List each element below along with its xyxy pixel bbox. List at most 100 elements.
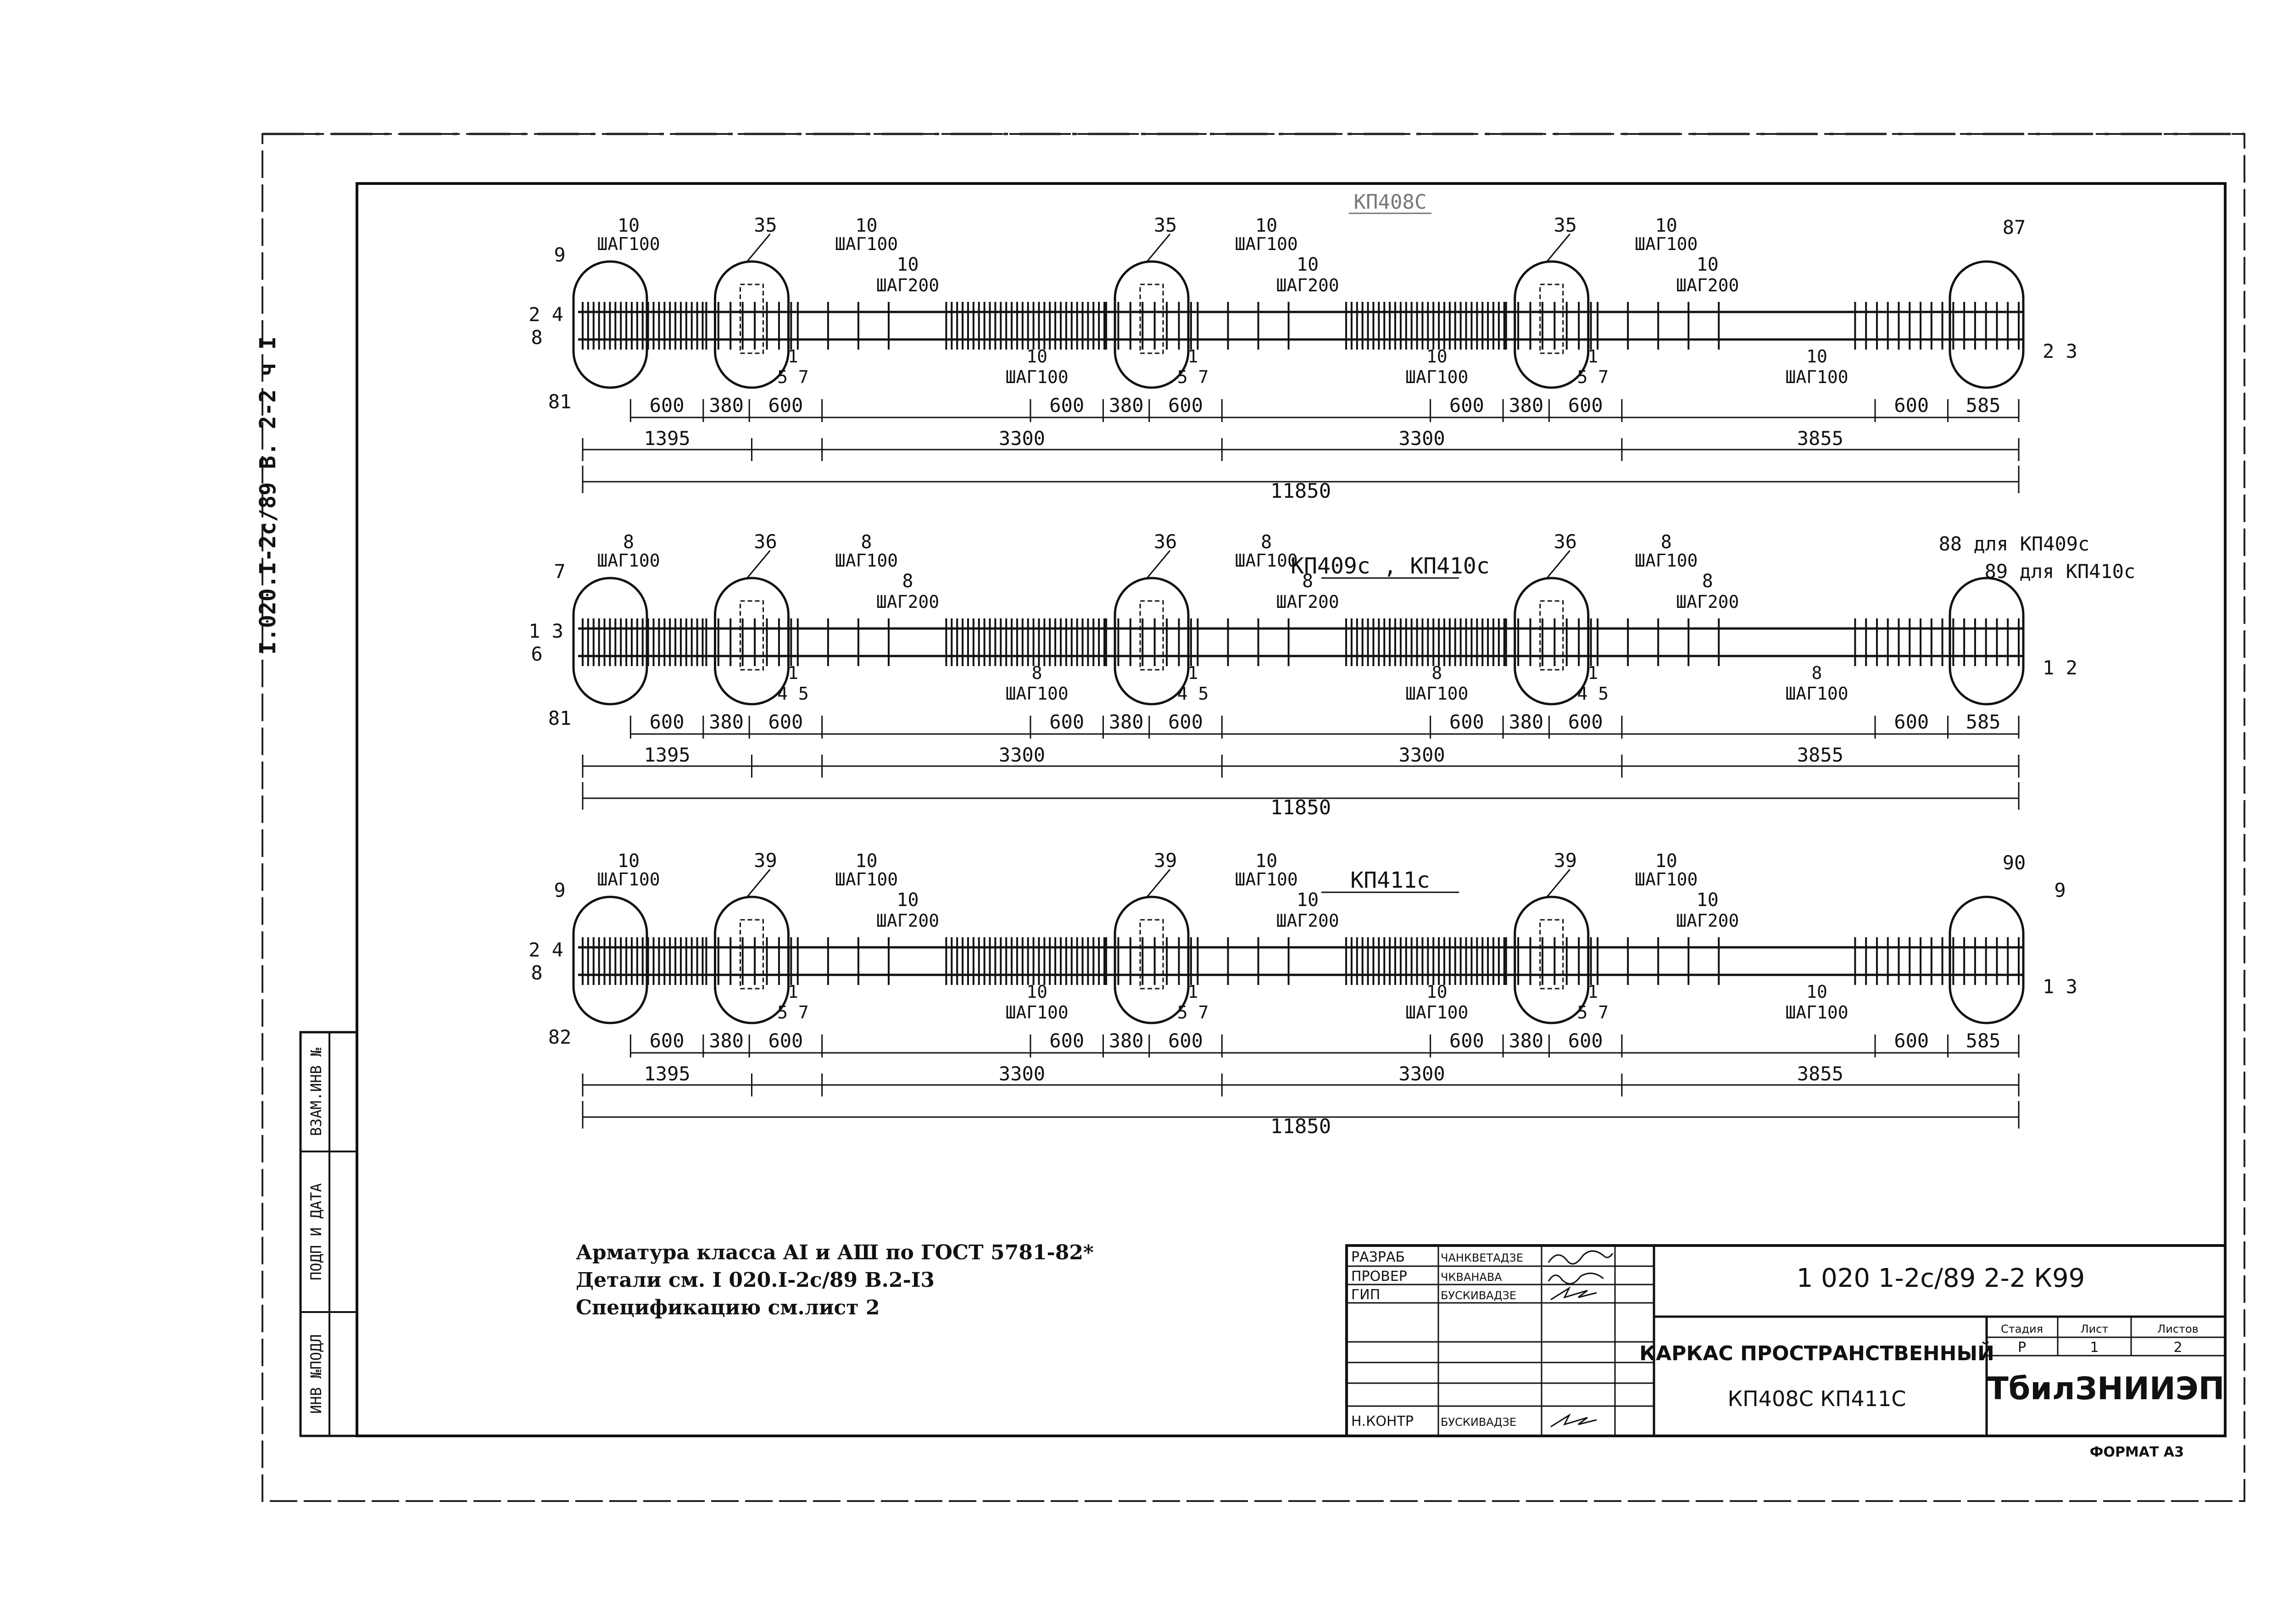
inner-frame — [356, 182, 2227, 1437]
frame-2-step-200-label: ШАГ200 — [1276, 911, 1339, 931]
frame-2-under-zone-mark: 5 7 — [777, 1002, 809, 1023]
frame-1-dim-small: 600 — [1049, 711, 1084, 733]
frame-2-dim-small: 600 — [768, 1029, 803, 1052]
stamp-podp-data: ПОДП И ДАТА — [307, 1183, 325, 1280]
frame-1-step-100-label: ШАГ100 — [835, 551, 898, 571]
signature-3 — [1550, 1286, 1597, 1301]
frame-1-under-zone-mark: 4 5 — [777, 684, 809, 704]
frame-0-joint-mark — [1539, 284, 1564, 354]
frame-1-joint-mark — [1539, 600, 1564, 671]
sheet-label: Лист — [2081, 1323, 2109, 1335]
frame-0-dim-small: 600 — [1168, 394, 1203, 417]
frame-0-step-100-label: ШАГ100 — [597, 234, 660, 254]
frame-2-dim-small: 380 — [1509, 1029, 1543, 1052]
frame-0-dim-small: 380 — [709, 394, 744, 417]
frame-1-left-end-oval — [572, 577, 648, 706]
frame-0-step-200-label: ШАГ200 — [1676, 275, 1739, 295]
frame-1-zone-leader — [1146, 550, 1171, 578]
frame-1-zone-number: 36 — [1553, 530, 1577, 553]
frame-1-bar-number: 8 — [1702, 571, 1713, 592]
frame-1-under-zone-mark: 1 — [1587, 663, 1598, 683]
frame-2-left-mark-top: 9 — [554, 879, 565, 901]
frame-2-dim-small: 600 — [1049, 1029, 1084, 1052]
frame-2-dim-small: 600 — [1168, 1029, 1203, 1052]
stage-label: Стадия — [2001, 1323, 2043, 1335]
frame-2-dim-mid: 3300 — [1399, 1062, 1445, 1085]
frame-0-bar-number: 10 — [1255, 215, 1277, 236]
frame-0-dim-small: 600 — [650, 394, 685, 417]
frame-1-dim-small: 600 — [1449, 711, 1484, 733]
frame-1-left-mark-mid: 1 3 — [529, 620, 563, 642]
frame-2-step-100-label: ШАГ100 — [1635, 869, 1698, 890]
frame-0-step-200-label: ШАГ200 — [1276, 275, 1339, 295]
frame-1-title: КП409с , КП410с — [1291, 553, 1489, 579]
top-frame-label: КП408С — [1354, 190, 1427, 214]
frame-2-zone-number: 39 — [1553, 849, 1577, 872]
frame-2-dim-small: 600 — [1568, 1029, 1603, 1052]
frame-0-step-100-label: ШАГ100 — [1005, 367, 1068, 387]
frame-1-under-zone-mark: 1 — [788, 663, 798, 683]
note-reinforcement: Арматура класса AI и AШ по ГОСТ 5781-82* — [576, 1241, 1094, 1264]
frame-0-right-end-oval — [1949, 260, 2025, 389]
frame-2-joint-mark — [1139, 919, 1164, 990]
frame-1-detail-oval — [1114, 577, 1190, 706]
frame-2-step-100-label: ШАГ100 — [1785, 1002, 1848, 1023]
format-label: ФОРМАТ А3 — [2090, 1444, 2184, 1460]
frame-0-dim-mid: 3300 — [1399, 427, 1445, 450]
frame-2-zone-number: 39 — [1154, 849, 1177, 872]
frame-2-dim-small: 600 — [1449, 1029, 1484, 1052]
frame-2-dim-mid: 1395 — [644, 1062, 690, 1085]
frame-1-bar-number: 8 — [1302, 571, 1313, 592]
frame-2-detail-oval — [1114, 895, 1190, 1024]
title-line-2: КП408С КП411С — [1728, 1386, 1906, 1411]
name-checker: ЧКВАНАВА — [1441, 1271, 1502, 1284]
frame-0-left-mark-bottom: 81 — [548, 390, 572, 413]
frame-2-left-end-oval — [572, 895, 648, 1024]
frame-1-bar-number: 8 — [1261, 532, 1272, 553]
frame-1-step-200-label: ШАГ200 — [1276, 592, 1339, 612]
frame-0-bar-number: 10 — [618, 215, 640, 236]
frame-1-step-100-label: ШАГ100 — [597, 551, 660, 571]
name-developer: ЧАНКВЕТАДЗЕ — [1441, 1251, 1523, 1264]
frame-2-dim-total: 11850 — [1270, 1115, 1331, 1138]
frame-0-zone-leader — [1146, 234, 1171, 262]
frame-1-left-mark-top: 7 — [554, 560, 565, 583]
frame-2-bar-number: 10 — [1026, 982, 1047, 1002]
frame-2-bar-number: 10 — [1426, 982, 1448, 1002]
frame-2-left-mark-bottom: 82 — [548, 1026, 572, 1048]
frame-2-dim-small: 585 — [1966, 1029, 2001, 1052]
frame-0-step-100-label: ШАГ100 — [1635, 234, 1698, 254]
frame-1-dim-small: 380 — [1509, 711, 1543, 733]
frame-0-left-mark-top: 9 — [554, 244, 565, 266]
frame-1-under-zone-mark: 1 — [1188, 663, 1198, 683]
frame-0-left-mark-low: 8 — [531, 326, 542, 349]
frame-0-bar-number: 10 — [1697, 254, 1719, 275]
frame-0-under-zone-mark: 1 — [1188, 346, 1198, 367]
frame-0-bar-number: 10 — [1026, 346, 1047, 367]
frame-2-zone-leader — [746, 869, 771, 897]
frame-2-dim-small: 380 — [709, 1029, 744, 1052]
stamp-vzam-inv: ВЗАМ.ИНВ № — [307, 1047, 325, 1136]
stage-value: Р — [2018, 1340, 2026, 1356]
frame-2-bar-number: 10 — [1655, 851, 1677, 872]
note-details: Детали см. I 020.I-2c/89 В.2-I3 — [576, 1268, 935, 1292]
frame-1-left-mark-low: 6 — [531, 643, 542, 665]
frame-1-detail-oval — [1514, 577, 1590, 706]
frame-2-right-mark-top: 90 — [2003, 851, 2026, 874]
frame-1-step-200-label: ШАГ200 — [876, 592, 939, 612]
signature-2 — [1548, 1273, 1604, 1285]
frame-1-dim-mid: 3300 — [1399, 744, 1445, 766]
organization-name: ТбилЗНИИЭП — [1987, 1371, 2224, 1407]
frame-0-dim-total: 11850 — [1270, 479, 1331, 503]
frame-0-detail-oval — [713, 260, 790, 389]
frame-1-dim-small: 585 — [1966, 711, 2001, 733]
frame-1-zone-number: 36 — [1154, 530, 1177, 553]
frame-1-bar-number: 8 — [1812, 663, 1822, 683]
frame-2-under-zone-mark: 5 7 — [1177, 1002, 1209, 1023]
frame-1-under-zone-mark: 4 5 — [1177, 684, 1209, 704]
frame-2-dim-mid: 3855 — [1797, 1062, 1843, 1085]
document-code: 1 020 1-2с/89 2-2 К99 — [1797, 1263, 2085, 1293]
frame-0-under-zone-mark: 5 7 — [777, 367, 809, 387]
frame-1-step-100-label: ШАГ100 — [1235, 551, 1297, 571]
frame-1-bar-number: 8 — [1032, 663, 1042, 683]
